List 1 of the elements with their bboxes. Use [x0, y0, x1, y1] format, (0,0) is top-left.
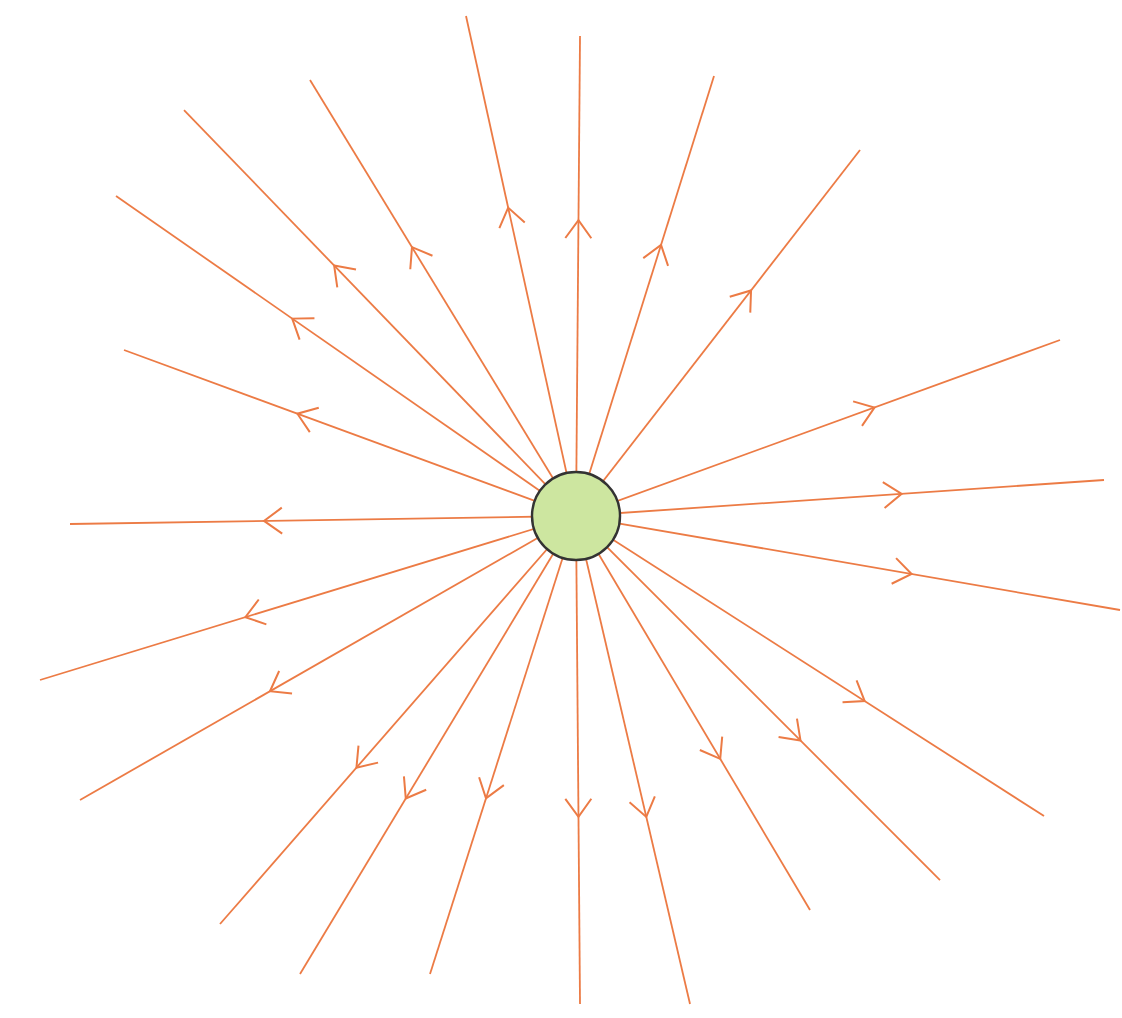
charge-circle — [530, 470, 622, 562]
